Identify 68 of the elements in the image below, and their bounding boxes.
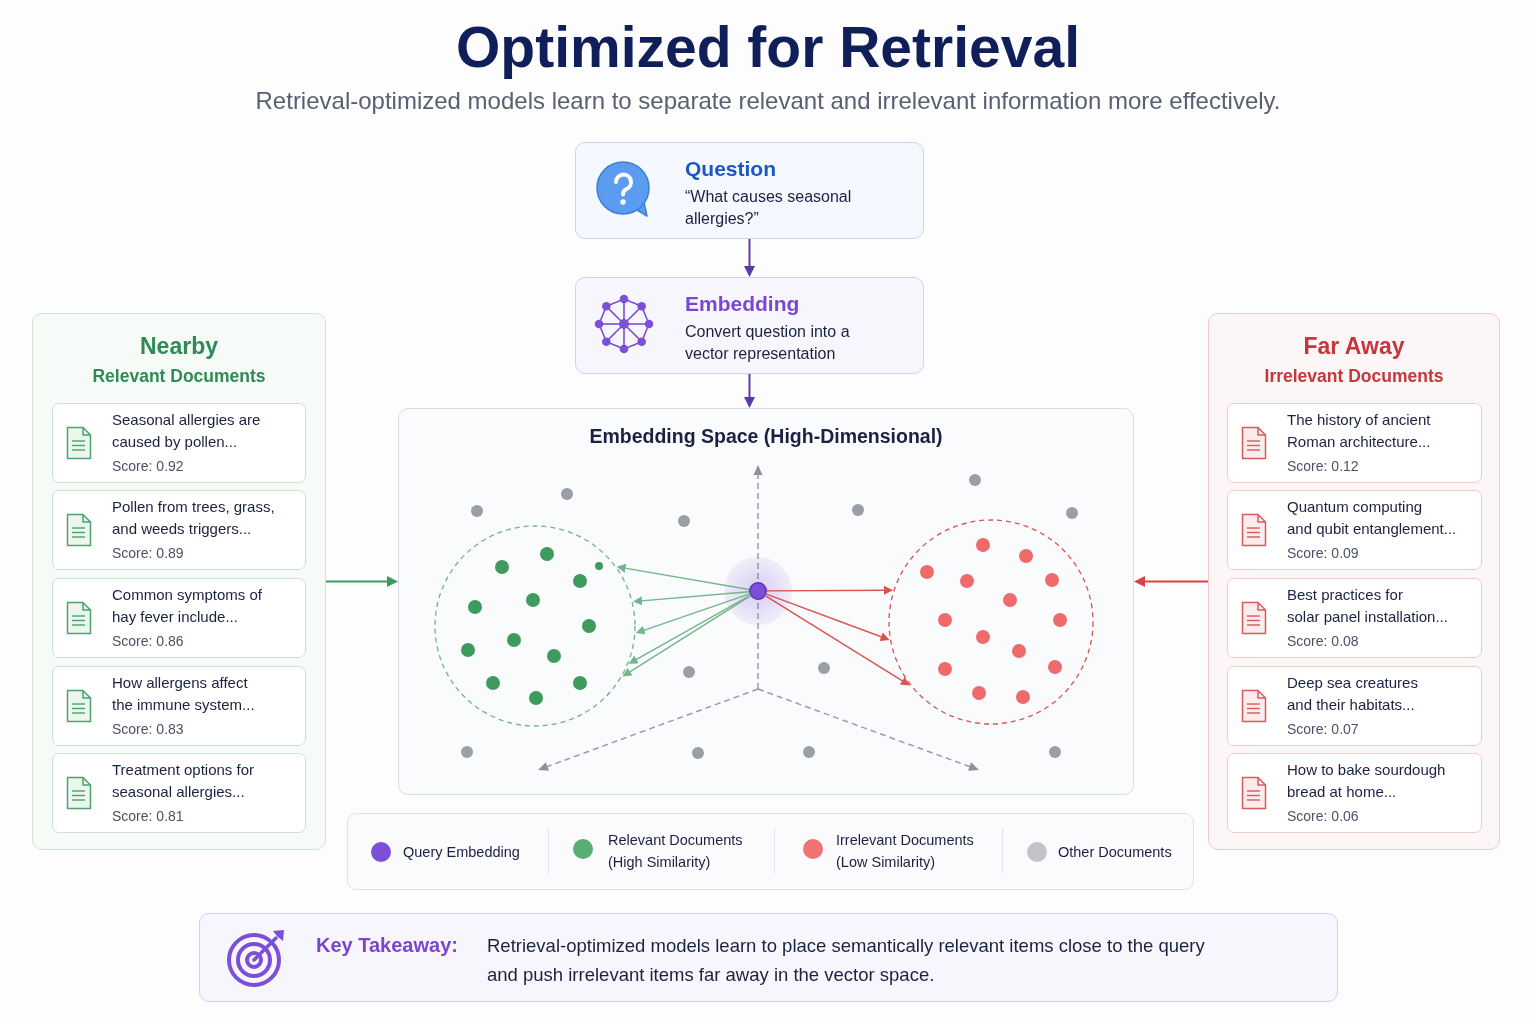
document-snippet: Pollen from trees, grass, and weeds triggers... bbox=[112, 497, 275, 539]
panel-title: Nearby bbox=[140, 332, 218, 360]
arrow bbox=[764, 595, 910, 686]
panel-subtitle: Irrelevant Documents bbox=[1264, 365, 1444, 387]
document-snippet: Deep sea creatures and their habitats... bbox=[1287, 673, 1418, 715]
arrow bbox=[635, 593, 751, 635]
similarity-score: Score: 0.08 bbox=[1287, 632, 1359, 650]
document-snippet: Seasonal allergies are caused by pollen... bbox=[112, 410, 261, 452]
similarity-score: Score: 0.92 bbox=[112, 457, 184, 475]
legend-label: Other Documents bbox=[1058, 843, 1172, 862]
arrow bbox=[765, 593, 890, 641]
document-card bbox=[52, 666, 306, 746]
arrow bbox=[616, 563, 750, 591]
step-description: Convert question into a vector representation bbox=[685, 322, 850, 364]
query-point bbox=[749, 582, 767, 600]
document-card bbox=[52, 578, 306, 658]
document-card bbox=[1227, 490, 1482, 570]
arrow bbox=[766, 585, 893, 595]
similarity-score: Score: 0.81 bbox=[112, 807, 184, 825]
document-snippet: How to bake sourdough bread at home... bbox=[1287, 760, 1446, 802]
embedding-space-panel bbox=[398, 408, 1134, 795]
document-snippet: Quantum computing and qubit entanglement... bbox=[1287, 497, 1457, 539]
similarity-score: Score: 0.06 bbox=[1287, 807, 1359, 825]
legend-label: Irrelevant Documents (Low Similarity) bbox=[836, 831, 974, 872]
document-card bbox=[1227, 753, 1482, 833]
document-snippet: Treatment options for seasonal allergies... bbox=[112, 760, 254, 802]
document-snippet: Best practices for solar panel installation... bbox=[1287, 585, 1448, 627]
step-card bbox=[575, 142, 924, 239]
document-card bbox=[52, 403, 306, 483]
arrow bbox=[1134, 576, 1209, 587]
takeaway-text: Retrieval-optimized models learn to place semantically relevant items close to the query and push irrelevant items far away in the vector space. bbox=[487, 934, 1205, 987]
page-title: Optimized for Retrieval bbox=[456, 14, 1080, 80]
step-description: “What causes seasonal allergies?” bbox=[685, 187, 852, 229]
document-card bbox=[1227, 403, 1482, 483]
document-card bbox=[1227, 666, 1482, 746]
legend-label: Query Embedding bbox=[403, 843, 520, 862]
document-snippet: The history of ancient Roman architecture... bbox=[1287, 410, 1431, 452]
similarity-score: Score: 0.07 bbox=[1287, 720, 1359, 738]
document-card bbox=[1227, 578, 1482, 658]
arrow bbox=[628, 594, 751, 664]
similarity-score: Score: 0.83 bbox=[112, 720, 184, 738]
document-panel bbox=[1208, 313, 1500, 850]
document-panel bbox=[32, 313, 326, 850]
arrow bbox=[633, 591, 750, 606]
step-title: Embedding bbox=[685, 291, 800, 317]
similarity-score: Score: 0.89 bbox=[112, 544, 184, 562]
panel-title: Far Away bbox=[1303, 332, 1405, 360]
arrow bbox=[622, 595, 752, 677]
panel-subtitle: Relevant Documents bbox=[92, 365, 266, 387]
similarity-score: Score: 0.12 bbox=[1287, 457, 1359, 475]
takeaway-heading: Key Takeaway: bbox=[316, 933, 458, 958]
cluster-circle bbox=[888, 519, 1094, 725]
arrow bbox=[744, 238, 755, 277]
arrow bbox=[744, 373, 755, 408]
legend-label: Relevant Documents (High Similarity) bbox=[608, 831, 743, 872]
similarity-score: Score: 0.86 bbox=[112, 632, 184, 650]
arrow bbox=[325, 576, 398, 587]
document-card bbox=[52, 753, 306, 833]
step-card bbox=[575, 277, 924, 374]
step-title: Question bbox=[685, 156, 776, 182]
subtitle: Retrieval-optimized models learn to separate relevant and irrelevant information more effectively. bbox=[255, 86, 1281, 116]
similarity-score: Score: 0.09 bbox=[1287, 544, 1359, 562]
panel-title: Embedding Space (High-Dimensional) bbox=[589, 424, 943, 449]
cluster-circle bbox=[434, 525, 636, 727]
document-card bbox=[52, 490, 306, 570]
document-snippet: How allergens affect the immune system... bbox=[112, 673, 255, 715]
takeaway-banner bbox=[199, 913, 1338, 1002]
document-snippet: Common symptoms of hay fever include... bbox=[112, 585, 263, 627]
